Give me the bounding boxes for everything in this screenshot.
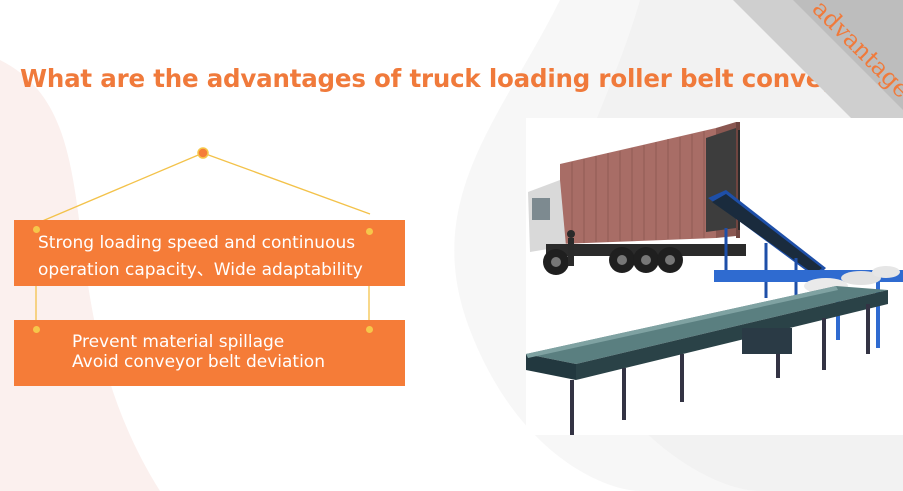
advantage-1-line-2: operation capacity、Wide adaptability [38,260,363,280]
advantage-2-line-1: Prevent material spillage [72,332,285,352]
advantage-box-2: Prevent material spillage Avoid conveyor… [14,320,405,386]
advantage-2-line-2: Avoid conveyor belt deviation [72,352,325,372]
rope-knot-left-bottom [33,326,40,333]
rope-knot-left-top [33,226,40,233]
page-title: What are the advantages of truck loading… [20,64,881,94]
advantage-1-line-1: Strong loading speed and continuous [38,233,356,253]
rope-knot-right-bottom [366,326,373,333]
advantage-box-1: Strong loading speed and continuous oper… [14,220,405,286]
rope-knot-right-top [366,228,373,235]
truck-conveyor-photo [526,118,903,435]
